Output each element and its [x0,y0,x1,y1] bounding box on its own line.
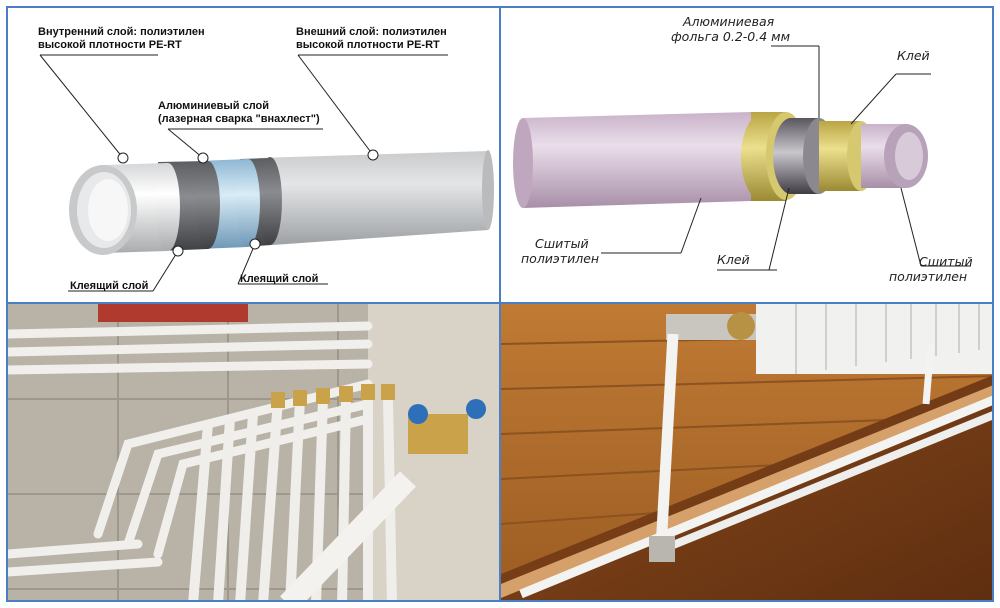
pex-left-label: Сшитый полиэтилен [521,236,599,266]
foil-line2: фольга 0.2-0.4 мм [671,29,790,44]
manifold-illustration [8,304,499,600]
pex-right-line2: полиэтилен [889,269,968,284]
al-layer-line2: (лазерная сварка "внахлест") [158,113,320,125]
outer-layer-line2: высокой плотности PE-RT [296,39,440,51]
pex-al-pex-diagram: Алюминиевая фольга 0.2-0.4 мм Клей Сшиты… [499,6,994,304]
glue-layer-right-label: Клеящий слой [240,273,319,285]
outer-layer-label: Внешний слой: полиэтилен высокой плотнос… [296,26,447,52]
pex-left-line1: Сшитый [535,236,589,251]
manifold-photo [6,302,501,602]
pex-right-line1: Сшитый [919,254,973,269]
radiator-illustration [501,304,992,600]
foil-line1: Алюминиевая [683,14,775,29]
inner-layer-label: Внутренний слой: полиэтилен высокой плот… [38,26,205,52]
glue-layer-left-label: Клеящий слой [70,280,149,292]
glue-bottom-label: Клей [717,252,750,267]
foil-label: Алюминиевая фольга 0.2-0.4 мм [671,14,790,44]
glue-top-label: Клей [897,48,930,63]
al-layer-line1: Алюминиевый слой [158,100,270,112]
pipe-drawing [39,54,494,292]
inner-layer-line1: Внутренний слой: полиэтилен [38,26,205,38]
outer-layer-line1: Внешний слой: полиэтилен [296,26,447,38]
pex-left-line2: полиэтилен [521,251,600,266]
radiator-photo [499,302,994,602]
pipe-layers-diagram: Внутренний слой: полиэтилен высокой плот… [6,6,501,304]
pex-right-label: Сшитый полиэтилен [889,254,973,284]
pex-pipe-drawing [513,45,971,271]
inner-layer-line2: высокой плотности PE-RT [38,39,182,51]
aluminium-layer-label: Алюминиевый слой (лазерная сварка "внахл… [158,100,320,126]
